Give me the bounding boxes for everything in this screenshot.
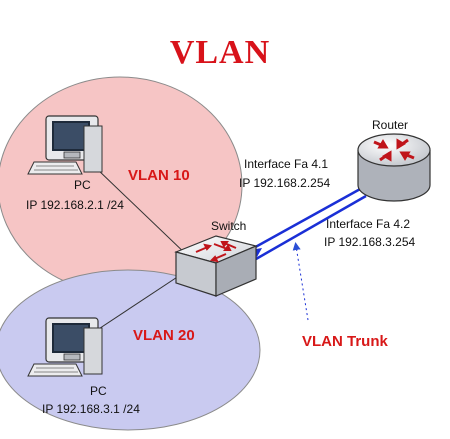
trunk-label: VLAN Trunk [302, 333, 388, 350]
vlan-10-label: VLAN 10 [128, 167, 190, 184]
switch-label: Switch [211, 219, 246, 233]
diagram-title: VLAN [170, 34, 270, 71]
interface-1-ip: IP 192.168.2.254 [239, 176, 331, 190]
pc-1-ip: IP 192.168.2.1 /24 [26, 198, 124, 212]
pc-2-label: PC [90, 384, 107, 398]
pc-2-icon [27, 317, 103, 377]
pc-2-ip: IP 192.168.3.1 /24 [42, 402, 140, 416]
router-label: Router [372, 118, 408, 132]
vlan-20-region [0, 269, 261, 431]
pc-1-icon [27, 115, 103, 175]
interface-1-name: Interface Fa 4.1 [244, 157, 328, 171]
vlan-20-label: VLAN 20 [133, 327, 195, 344]
pc-1-label: PC [74, 178, 91, 192]
interface-2-ip: IP 192.168.3.254 [324, 235, 416, 249]
trunk-pointer [292, 242, 309, 321]
switch-icon [174, 235, 258, 297]
interface-2-name: Interface Fa 4.2 [326, 217, 410, 231]
pc1-switch-link [95, 167, 191, 259]
router-icon [357, 133, 431, 202]
